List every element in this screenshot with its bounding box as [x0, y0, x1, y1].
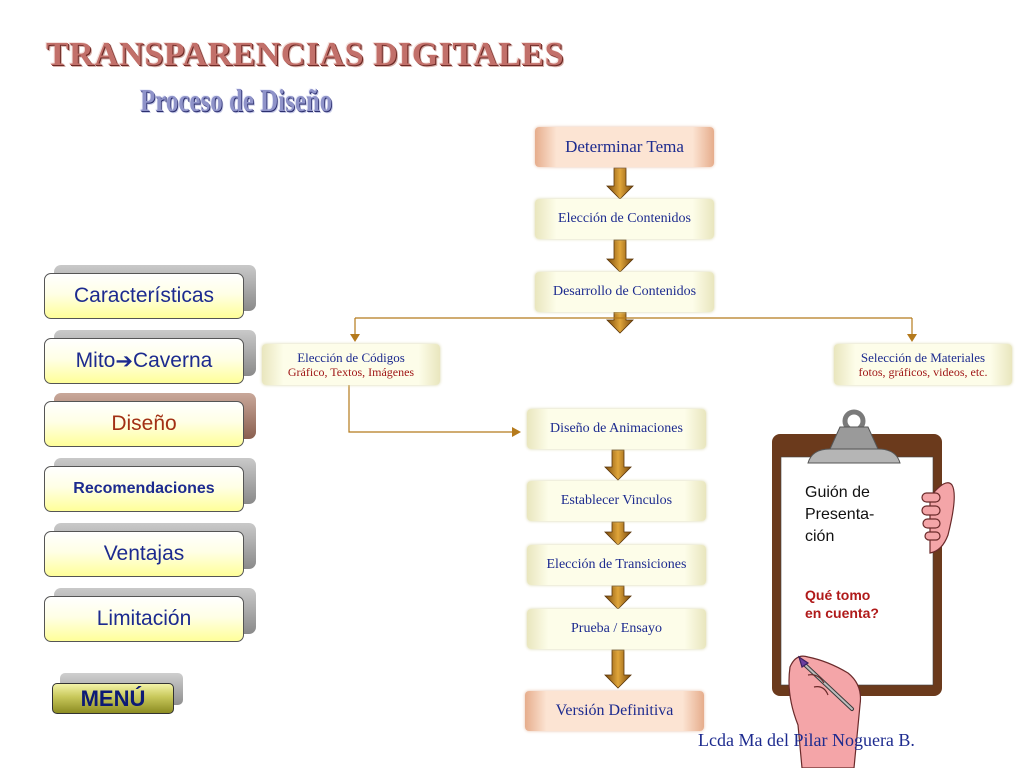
seleccion-materiales-title: Selección de Materiales [860, 350, 986, 365]
page-subtitle: Proceso de Diseño [140, 82, 333, 118]
menu-ventajas-button[interactable]: Ventajas [44, 523, 256, 577]
down-arrow-5 [604, 521, 632, 546]
down-arrow-6 [604, 585, 632, 610]
down-arrow-1 [606, 167, 634, 200]
flow-step-determinar-tema: Determinar Tema [535, 127, 714, 167]
clipboard-line-3: ción [805, 528, 835, 545]
menu-mito-label: Mito [75, 349, 116, 372]
menu-diseno-button[interactable]: Diseño [44, 393, 256, 447]
down-arrow-7 [604, 649, 632, 689]
main-menu-button[interactable]: MENÚ [52, 683, 174, 714]
author-credit: Lcda Ma del Pilar Noguera B. [698, 730, 915, 750]
down-arrow-3 [606, 311, 634, 334]
page-title: TRANSPARENCIAS DIGITALES [46, 36, 565, 73]
flow-step-diseno-animaciones: Diseño de Animaciones [527, 409, 706, 449]
seleccion-materiales-subtitle: fotos, gráficos, videos, etc. [858, 365, 988, 379]
flow-step-version-definitiva: Versión Definitiva [525, 691, 704, 731]
flow-step-seleccion-materiales: Selección de Materiales fotos, gráficos,… [834, 344, 1012, 385]
down-arrow-2 [606, 239, 634, 273]
eleccion-codigos-subtitle: Gráfico, Textos, Imágenes [287, 365, 415, 379]
clipboard-line-1: Guión de [805, 484, 870, 501]
clipboard-question-text: Qué tomo en cuenta? [805, 586, 879, 622]
flow-step-eleccion-transiciones: Elección de Transiciones [527, 545, 706, 585]
flow-step-eleccion-codigos: Elección de Códigos Gráfico, Textos, Imá… [262, 344, 440, 385]
branch-lines [348, 317, 913, 433]
writing-hand-icon [788, 655, 862, 768]
flow-step-desarrollo-contenidos: Desarrollo de Contenidos [535, 272, 714, 312]
menu-diseno-label: Diseño [44, 401, 244, 447]
clipboard-script-text: Guión de Presenta- ción [805, 482, 874, 548]
menu-ventajas-label: Ventajas [44, 531, 244, 577]
down-arrow-4 [604, 449, 632, 481]
clipboard-line-2: Presenta- [805, 506, 875, 523]
menu-mito-caverna-button[interactable]: Mito➔Caverna [44, 330, 256, 384]
flow-step-prueba-ensayo: Prueba / Ensayo [527, 609, 706, 649]
menu-caverna-label: Caverna [132, 349, 213, 372]
menu-caracteristicas-label: Características [44, 273, 244, 319]
menu-recomendaciones-button[interactable]: Recomendaciones [44, 458, 256, 512]
menu-limitacion-label: Limitación [44, 596, 244, 642]
clipboard-illustration [772, 409, 955, 768]
flow-step-eleccion-contenidos: Elección de Contenidos [535, 199, 714, 239]
menu-caracteristicas-button[interactable]: Características [44, 265, 256, 319]
branch-arrowheads [350, 334, 917, 437]
eleccion-codigos-title: Elección de Códigos [297, 350, 405, 365]
clipboard-question-2: en cuenta? [805, 605, 879, 621]
right-arrow-icon: ➔ [115, 349, 133, 373]
clip-icon [807, 409, 901, 464]
menu-limitacion-button[interactable]: Limitación [44, 588, 256, 642]
flow-step-establecer-vinculos: Establecer Vinculos [527, 481, 706, 521]
menu-recomendaciones-label: Recomendaciones [44, 466, 244, 512]
right-hand-icon [921, 482, 955, 554]
clipboard-question-1: Qué tomo [805, 587, 871, 603]
